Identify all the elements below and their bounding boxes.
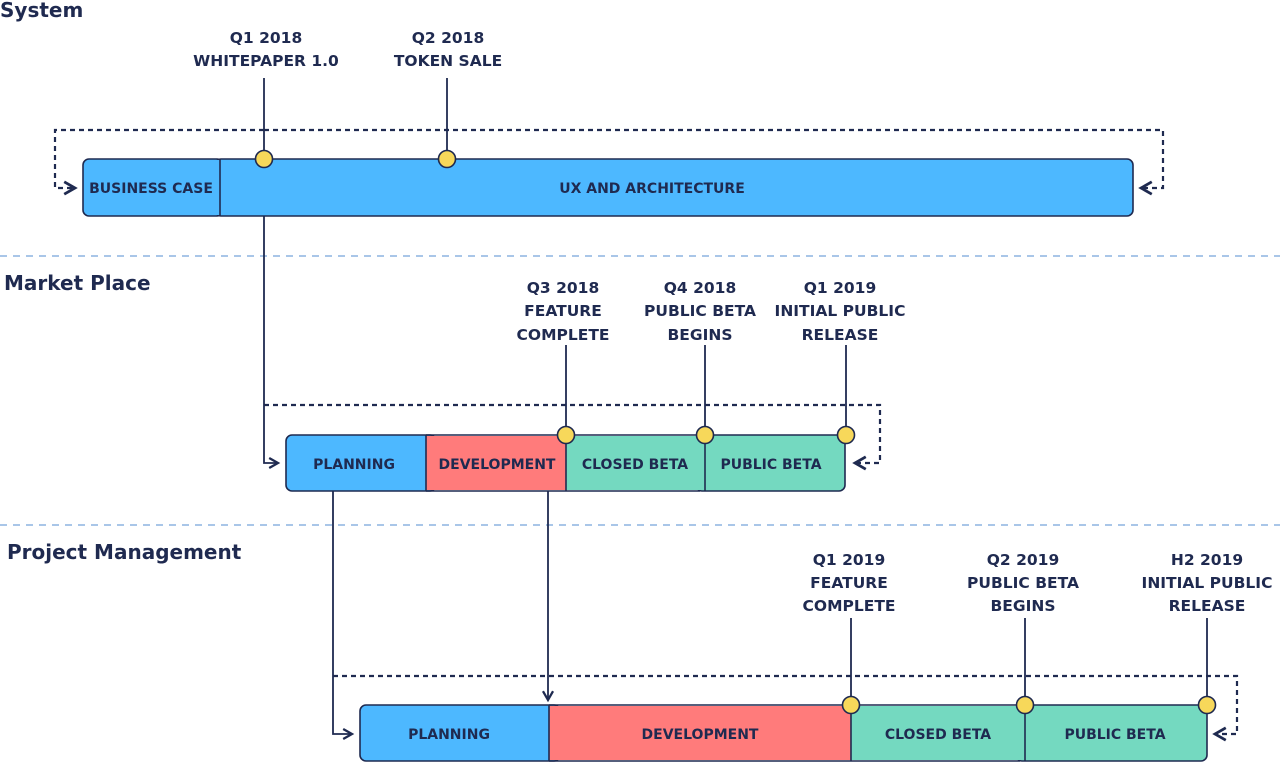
phase-bar-closed-beta	[566, 436, 706, 490]
milestone-period: Q1 2018	[230, 29, 303, 47]
milestone-period: Q1 2019	[804, 279, 877, 297]
milestone-text: PUBLIC BETA	[644, 302, 756, 320]
loop-arrow-left	[53, 128, 264, 196]
milestone-text: TOKEN SALE	[394, 52, 502, 70]
loop-arrow-right	[264, 403, 882, 471]
phase-label-closed-beta: CLOSED BETA	[582, 457, 688, 473]
milestone-period: Q1 2019	[813, 551, 886, 569]
phase-label-development: DEVELOPMENT	[642, 727, 759, 743]
milestone-period: Q3 2018	[527, 279, 600, 297]
milestone-period: Q2 2019	[987, 551, 1060, 569]
phase-label-public-beta: PUBLIC BETA	[720, 457, 821, 473]
milestone-text: PUBLIC BETA	[967, 574, 1079, 592]
milestone-dot	[695, 425, 715, 445]
phase-bar-development	[549, 706, 851, 760]
loop-arrow-right	[333, 674, 1239, 742]
milestone-text: WHITEPAPER 1.0	[193, 52, 339, 70]
milestone-period: Q4 2018	[664, 279, 737, 297]
milestone-period: Q2 2018	[412, 29, 485, 47]
loop-arrow-right	[264, 128, 1165, 196]
milestone-text: FEATURE	[810, 574, 888, 592]
milestone-dot	[1197, 695, 1217, 715]
phase-label-ux-architecture: UX AND ARCHITECTURE	[559, 181, 745, 197]
milestone-text: RELEASE	[802, 326, 879, 344]
phase-label-development: DEVELOPMENT	[439, 457, 556, 473]
milestone-text: COMPLETE	[803, 597, 896, 615]
section-title-market-place: Market Place	[4, 271, 151, 295]
system-track: BUSINESS CASE UX AND ARCHITECTURE Q1 201…	[53, 29, 1165, 217]
milestone-text: INITIAL PUBLIC	[1142, 574, 1273, 592]
section-title-system: System	[0, 0, 83, 22]
dependency-arrow	[263, 216, 281, 470]
dependency-arrow	[332, 491, 355, 741]
section-title-project-management: Project Management	[7, 540, 242, 564]
phase-label-planning: PLANNING	[408, 727, 490, 743]
milestone-dot	[836, 425, 856, 445]
milestone-dot	[841, 695, 861, 715]
milestone-text: COMPLETE	[517, 326, 610, 344]
project-management-track: PLANNING DEVELOPMENT CLOSED BETA PUBLIC …	[333, 551, 1273, 762]
milestone-text: INITIAL PUBLIC	[775, 302, 906, 320]
milestone-text: BEGINS	[667, 326, 732, 344]
phase-label-public-beta: PUBLIC BETA	[1064, 727, 1165, 743]
milestone-dot	[254, 149, 274, 169]
market-place-track: PLANNING DEVELOPMENT CLOSED BETA PUBLIC …	[264, 279, 906, 492]
milestone-text: FEATURE	[524, 302, 602, 320]
phase-bar-development	[426, 436, 566, 490]
phase-label-business-case: BUSINESS CASE	[89, 181, 213, 197]
phase-label-closed-beta: CLOSED BETA	[885, 727, 991, 743]
phase-label-planning: PLANNING	[313, 457, 395, 473]
milestone-dot	[1015, 695, 1035, 715]
milestone-period: H2 2019	[1171, 551, 1243, 569]
milestone-dot	[437, 149, 457, 169]
milestone-text: BEGINS	[990, 597, 1055, 615]
milestone-text: RELEASE	[1169, 597, 1246, 615]
milestone-dot	[556, 425, 576, 445]
phase-bar-closed-beta	[851, 706, 1026, 760]
